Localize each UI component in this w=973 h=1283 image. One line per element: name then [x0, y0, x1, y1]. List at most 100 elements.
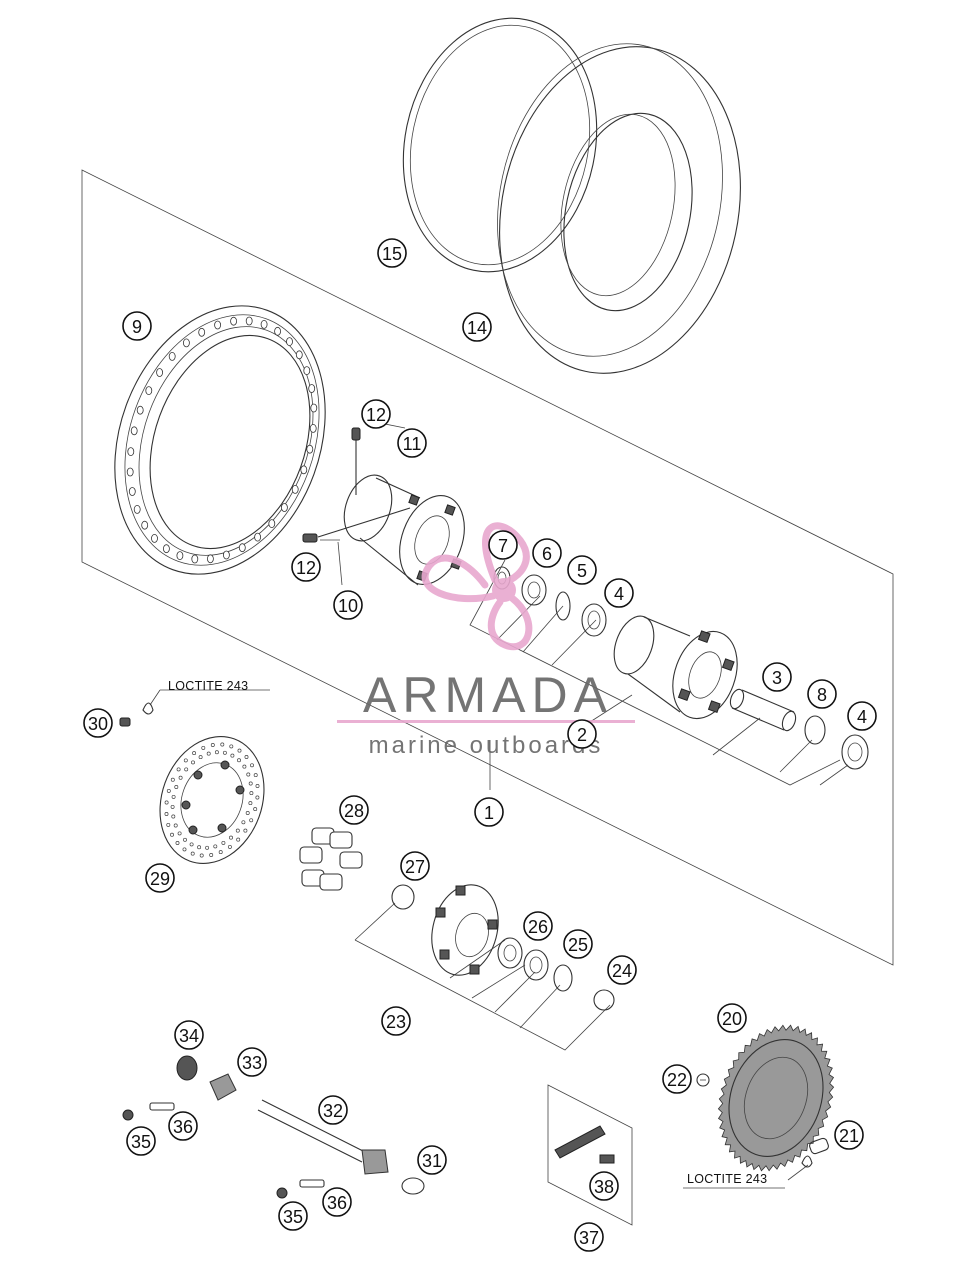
callout-layer: 1234456789101112121415202122232425262728… [83, 238, 877, 1252]
callout-circle [333, 590, 363, 620]
callout-circle [762, 662, 792, 692]
callout-number: 36 [173, 1117, 193, 1137]
callout-number: 9 [132, 317, 142, 337]
callout-circle [563, 929, 593, 959]
callout-circle [122, 311, 152, 341]
watermark-subtitle: marine outboards [369, 732, 604, 759]
callout-number: 36 [327, 1193, 347, 1213]
callout-circle [126, 1126, 156, 1156]
callout-circle [322, 1187, 352, 1217]
nut-34-drawing [176, 1055, 198, 1081]
callout-32: 32 [318, 1095, 348, 1125]
callout-number: 7 [498, 536, 508, 556]
propeller-logo-icon [421, 522, 533, 651]
callout-number: 4 [614, 584, 624, 604]
callout-37: 37 [574, 1222, 604, 1252]
callout-circle [607, 955, 637, 985]
callout-7: 7 [488, 530, 518, 560]
callout-30: 30 [83, 708, 113, 738]
callout-9: 9 [122, 311, 152, 341]
chain-frame-37-drawing [547, 1084, 633, 1226]
washer-8-drawing [804, 715, 826, 745]
callout-number: 29 [150, 869, 170, 889]
callout-number: 15 [382, 244, 402, 264]
callout-number: 38 [594, 1177, 614, 1197]
callout-34: 34 [174, 1020, 204, 1050]
damping-rubber-drawing [299, 827, 363, 891]
callout-27: 27 [400, 851, 430, 881]
chain-adjuster-33-drawing [209, 1073, 237, 1101]
callout-circle [462, 312, 492, 342]
callout-number: 33 [242, 1053, 262, 1073]
callout-circle [397, 428, 427, 458]
callout-26: 26 [523, 911, 553, 941]
callout-25: 25 [563, 929, 593, 959]
adjusting-screw-36-drawing [149, 1102, 325, 1188]
callout-12: 12 [361, 399, 391, 429]
callout-35: 35 [126, 1126, 156, 1156]
callout-number: 3 [772, 668, 782, 688]
callout-circle [377, 238, 407, 268]
callout-circle [604, 578, 634, 608]
callout-circle [532, 538, 562, 568]
tyre-drawing [497, 43, 741, 374]
callout-circle [237, 1047, 267, 1077]
loctite-note-left: LOCTITE 243 [168, 679, 248, 693]
callout-number: 2 [577, 725, 587, 745]
callout-number: 26 [528, 917, 548, 937]
callout-4: 4 [604, 578, 634, 608]
callout-number: 20 [722, 1009, 742, 1029]
callout-number: 24 [612, 961, 632, 981]
callout-23: 23 [381, 1006, 411, 1036]
callout-number: 31 [422, 1151, 442, 1171]
watermark-title: ARMADA [363, 667, 613, 723]
callout-28: 28 [339, 795, 369, 825]
callout-number: 30 [88, 714, 108, 734]
callout-11: 11 [397, 428, 427, 458]
callout-36: 36 [168, 1111, 198, 1141]
callout-circle [834, 1120, 864, 1150]
callout-circle [168, 1111, 198, 1141]
callout-circle [488, 530, 518, 560]
callout-number: 12 [296, 558, 316, 578]
distance-sleeve-drawing [729, 688, 797, 732]
callout-number: 25 [568, 935, 588, 955]
callout-circle [589, 1171, 619, 1201]
callout-number: 8 [817, 685, 827, 705]
callout-number: 35 [131, 1132, 151, 1152]
sprocket-carrier-drawing [391, 884, 615, 1011]
callout-29: 29 [145, 863, 175, 893]
callout-3: 3 [762, 662, 792, 692]
callout-number: 6 [542, 544, 552, 564]
callout-number: 12 [366, 405, 386, 425]
callout-circle [291, 552, 321, 582]
callout-circle [567, 555, 597, 585]
callout-circle [339, 795, 369, 825]
callout-circle [523, 911, 553, 941]
callout-12: 12 [291, 552, 321, 582]
bearing-4-drawing [841, 734, 869, 770]
callout-number: 34 [179, 1026, 199, 1046]
bolt-21-drawing [801, 1137, 829, 1168]
callout-number: 11 [403, 434, 422, 454]
callout-8: 8 [807, 679, 837, 709]
rim-drawing [114, 305, 326, 575]
callout-circle [400, 851, 430, 881]
callout-38: 38 [589, 1171, 619, 1201]
callout-number: 23 [386, 1012, 406, 1032]
nut-22-drawing [696, 1073, 710, 1087]
hub-drawing [343, 474, 465, 586]
callout-14: 14 [462, 312, 492, 342]
callout-circle [474, 797, 504, 827]
brake-disc-drawing [159, 736, 265, 864]
callout-circle [318, 1095, 348, 1125]
callout-number: 21 [839, 1126, 859, 1146]
callout-36: 36 [322, 1187, 352, 1217]
callout-22: 22 [662, 1064, 692, 1094]
callout-number: 14 [467, 318, 487, 338]
callout-number: 10 [338, 596, 358, 616]
callout-circle [574, 1222, 604, 1252]
callout-circle [662, 1064, 692, 1094]
